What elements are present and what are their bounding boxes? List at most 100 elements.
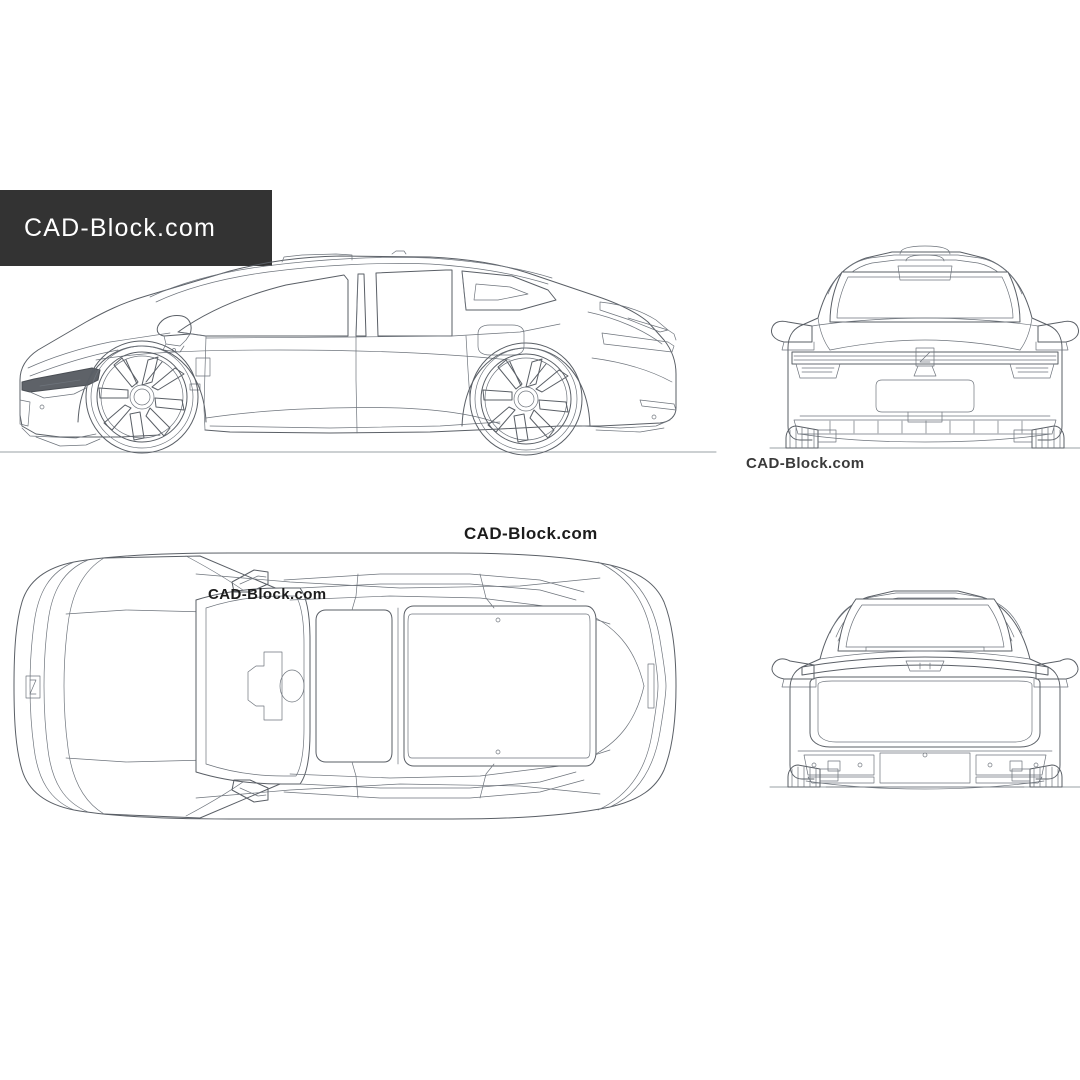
side-front-tyre (86, 341, 198, 453)
side-body-outline (20, 256, 676, 424)
side-rear-door-seam (466, 336, 470, 400)
top-glass-roof-front (316, 610, 392, 762)
side-front-tyre-inner (91, 346, 193, 448)
rear-license-plate (876, 380, 974, 412)
top-front-fascia-2 (44, 560, 88, 812)
rear-centre-brace (908, 412, 942, 422)
top-rear-door-seam-lower (480, 764, 494, 798)
side-rear-rim (481, 354, 571, 444)
rear-right-wheel-housing (1014, 430, 1032, 442)
top-rear-fascia-1 (610, 565, 666, 807)
top-roof-rail-lower (284, 780, 584, 798)
rear-view (770, 240, 1080, 465)
top-left-mirror (232, 570, 268, 592)
front-left-fog-housing (828, 761, 840, 771)
rear-light-right-hatch (1016, 368, 1048, 372)
rear-light-bar (792, 352, 1058, 364)
side-antenna-fin (392, 251, 406, 254)
rear-light-right-cluster (1010, 364, 1054, 378)
top-left-mirror-glass (240, 576, 266, 584)
rear-windshield-inner (837, 277, 1013, 318)
rear-decklid-seam (830, 340, 1020, 350)
top-rear-door-seam-upper (480, 574, 494, 608)
front-roof-line (830, 593, 1022, 633)
top-decklid-upper (596, 618, 644, 686)
front-right-intake (976, 755, 1046, 775)
front-windshield-inner (846, 605, 1004, 647)
side-rear-valance (596, 428, 664, 432)
side-mirror-base (163, 344, 184, 352)
rear-diffuser (794, 420, 1056, 434)
side-spoiler (600, 302, 668, 332)
logo-banner-text: CAD-Block.com (24, 213, 217, 242)
rear-right-tyre (1032, 426, 1064, 448)
front-left-sensor-dot (812, 763, 816, 767)
rear-emblem-base (914, 366, 936, 376)
side-front-air-intake (20, 400, 30, 426)
side-hood-line (28, 333, 170, 368)
rear-light-bar-inner (794, 356, 1056, 360)
side-charge-port (478, 325, 524, 355)
rear-decklid-top (812, 318, 1038, 326)
front-sensor-module (906, 661, 944, 671)
side-front-splitter (22, 428, 96, 438)
side-c-pillar (462, 271, 466, 310)
side-rear-diffuser (582, 420, 670, 428)
rear-left-tyre (786, 426, 818, 448)
side-mirror (157, 315, 191, 336)
top-door-sensor-upper (496, 618, 500, 622)
side-roof-rail (150, 257, 552, 297)
rear-shoulder-right (1020, 318, 1032, 350)
front-wiper-blade (866, 647, 984, 651)
side-view (0, 240, 730, 465)
side-front-spokes (99, 357, 184, 440)
rear-light-left-hatch (802, 368, 834, 372)
front-windshield (838, 599, 1012, 651)
top-front-door-seam-lower (352, 762, 358, 798)
side-headlight-detail (40, 380, 80, 386)
side-shoulder-crease (96, 350, 510, 360)
side-windshield (178, 275, 348, 336)
top-wiper-recess (248, 652, 282, 720)
front-left-tyre-tread (792, 767, 816, 787)
side-rear-hub-cap (518, 391, 534, 407)
side-quarter-glass (462, 271, 556, 310)
front-sensor-glyph (920, 663, 930, 669)
top-right-mirror (232, 780, 268, 802)
side-sill-line (210, 422, 500, 428)
side-front-door-seam (204, 336, 206, 430)
side-decklid-seam (588, 312, 662, 344)
front-splitter (806, 781, 1044, 789)
front-hood-surface (810, 677, 1040, 747)
rear-right-mirror-arm (1036, 342, 1068, 350)
side-beltline (206, 324, 560, 338)
top-windshield (196, 588, 310, 784)
side-rear-tyre-inner (475, 348, 577, 450)
front-light-bar (802, 657, 1048, 675)
top-view-watermark: CAD-Block.com (464, 524, 598, 543)
side-front-lamp-lower (30, 388, 86, 398)
side-quarter-glass-inner (474, 284, 528, 300)
side-front-door-handle (196, 358, 210, 376)
top-rear-fascia-2 (598, 562, 658, 810)
side-rear-door-glass (376, 270, 452, 336)
rear-wiper-mount (898, 266, 952, 280)
rear-right-tyre-tread (1036, 428, 1060, 448)
front-left-intake (804, 755, 874, 775)
rear-diffuser-fins (830, 421, 1022, 433)
side-front-lip (36, 437, 100, 446)
rear-body-outline (788, 252, 1062, 440)
side-lower-crease (206, 407, 500, 424)
side-lower-rear (560, 424, 640, 426)
front-left-wheel-housing (820, 769, 838, 781)
rear-lower-valance (800, 434, 1050, 442)
side-rear-fascia-line (592, 358, 672, 382)
front-left-sensor-dot-2 (858, 763, 862, 767)
front-right-sensor-dot (1034, 763, 1038, 767)
rear-light-left-cluster (796, 364, 840, 378)
rear-left-wheel-housing (818, 430, 836, 442)
top-side-glass-lower (300, 772, 576, 788)
top-glass-roof-rear-inner (408, 614, 590, 758)
top-front-badge-glyph (30, 680, 36, 694)
front-left-lower-lip (808, 777, 874, 783)
